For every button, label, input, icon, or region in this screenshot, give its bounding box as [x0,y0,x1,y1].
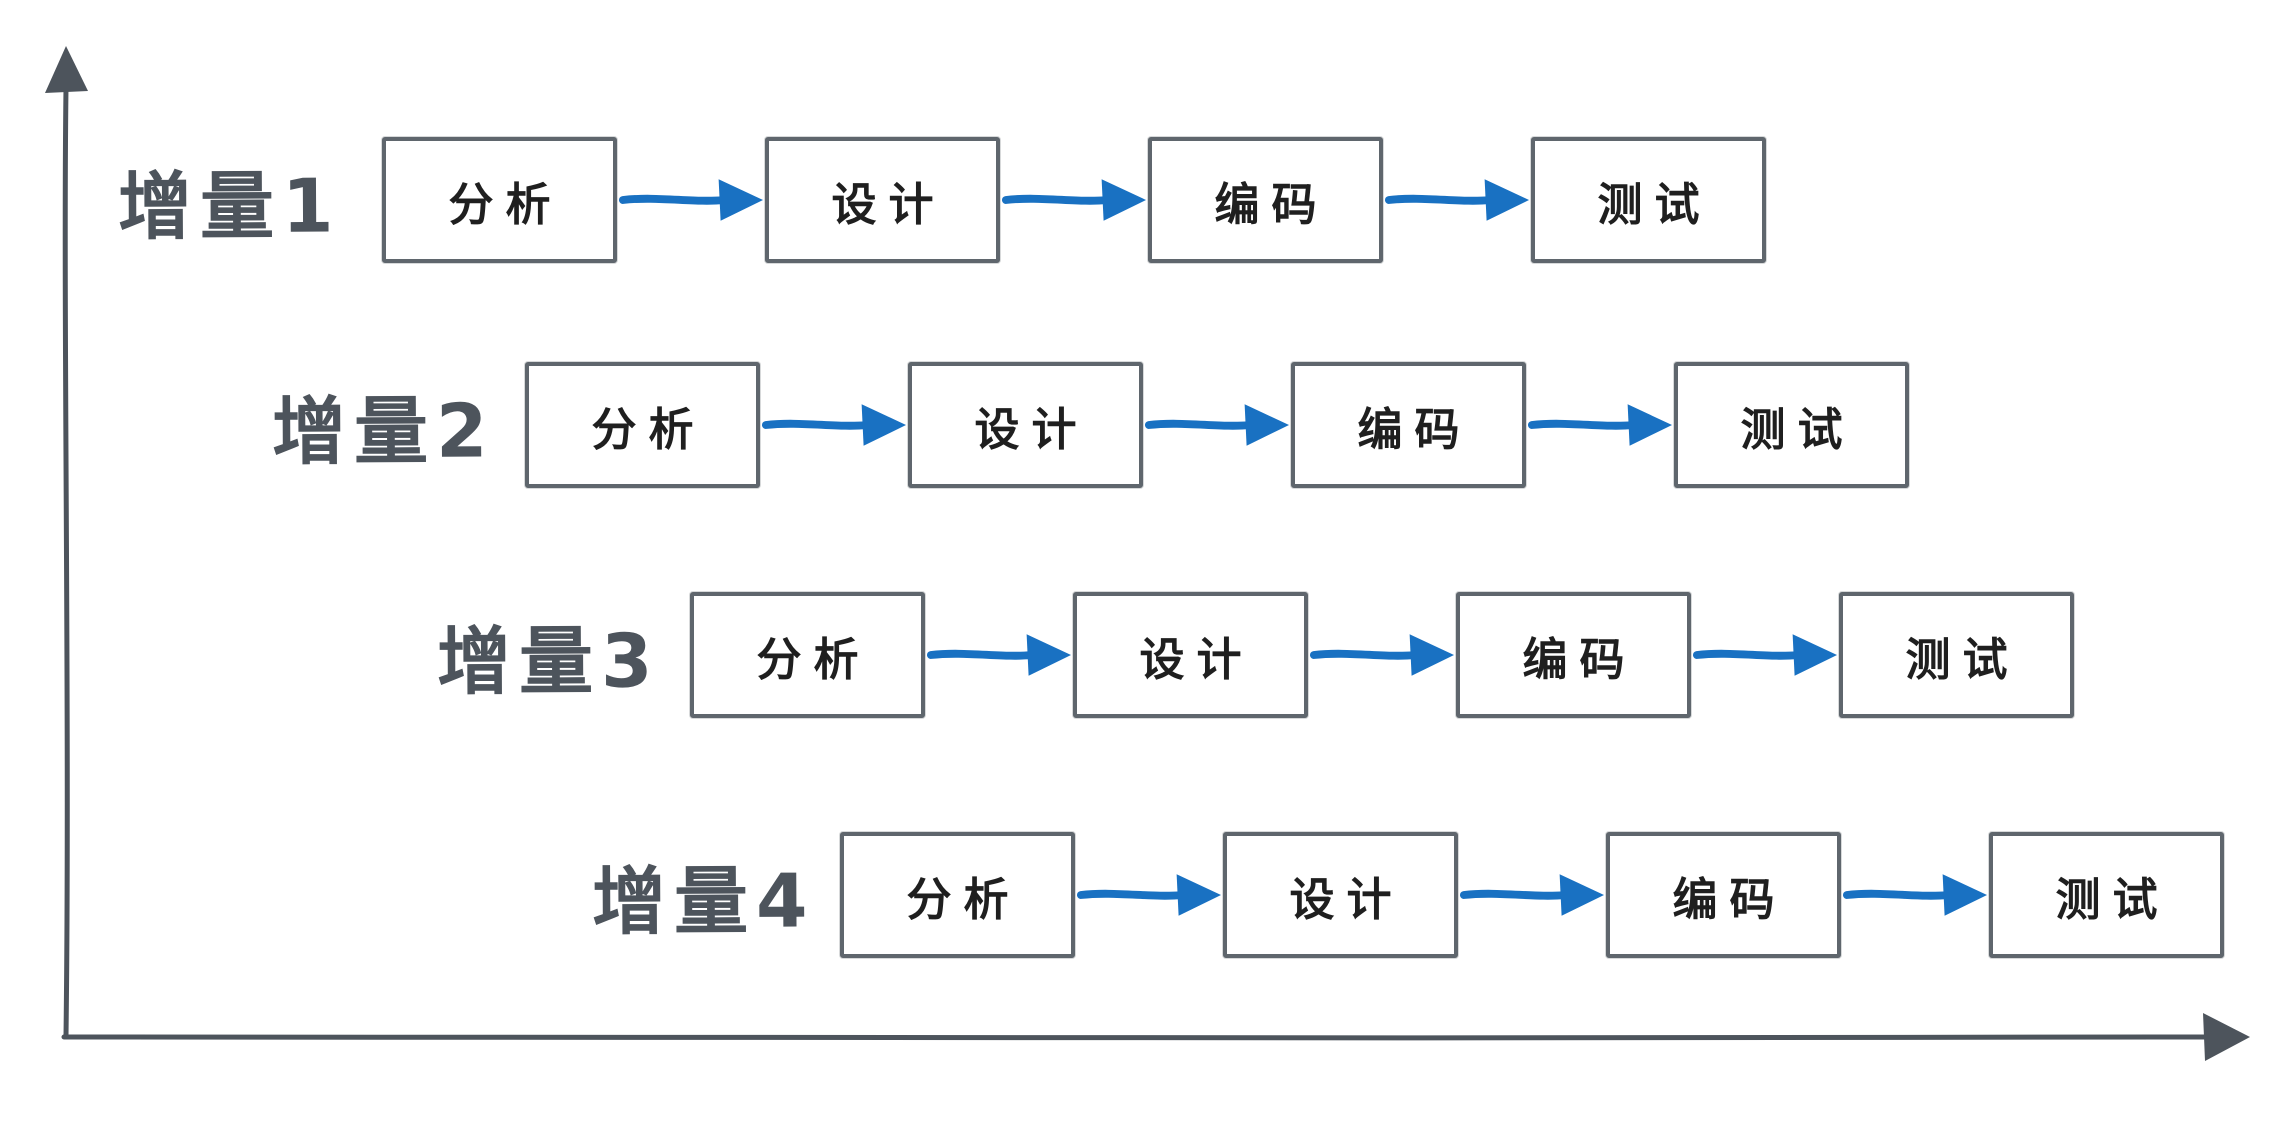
flow-arrow-icon [618,179,764,221]
step-box-coding: 编码 [1291,362,1526,488]
step-label: 设计 [831,177,946,231]
step-label: 编码 [1214,177,1329,231]
step-box-testing: 测试 [1531,137,1766,263]
step-label: 分析 [756,632,871,686]
step-label: 设计 [974,402,1089,456]
step-box-analysis: 分析 [840,832,1075,958]
flow-arrow-icon [1527,404,1673,446]
x-axis-arrowhead-icon [2203,1013,2250,1061]
flow-arrow-icon [1459,874,1605,916]
step-box-analysis: 分析 [525,362,760,488]
flow-arrow-icon [1842,874,1988,916]
y-axis [45,46,88,1039]
step-label: 测试 [1740,402,1855,456]
step-box-coding: 编码 [1148,137,1383,263]
y-axis-arrowhead-icon [45,46,88,93]
step-box-design: 设计 [908,362,1143,488]
step-box-testing: 测试 [1839,592,2074,718]
flow-arrow-icon [1384,179,1530,221]
increment-label-3: 增量3 [436,617,661,706]
step-box-analysis: 分析 [690,592,925,718]
step-label: 测试 [2055,872,2170,926]
step-box-coding: 编码 [1456,592,1691,718]
step-box-testing: 测试 [1989,832,2224,958]
step-label: 编码 [1357,402,1472,456]
step-label: 设计 [1139,632,1254,686]
flow-arrow-icon [1076,874,1222,916]
step-label: 分析 [448,177,563,231]
flow-arrow-icon [1001,179,1147,221]
flow-arrow-icon [926,634,1072,676]
x-axis [61,1013,2250,1061]
step-box-coding: 编码 [1606,832,1841,958]
flow-arrow-icon [1692,634,1838,676]
step-label: 编码 [1522,632,1637,686]
step-box-design: 设计 [765,137,1000,263]
flow-arrow-icon [1144,404,1290,446]
step-box-design: 设计 [1073,592,1308,718]
step-box-analysis: 分析 [382,137,617,263]
flow-arrow-icon [761,404,907,446]
increment-label-4: 增量4 [591,857,816,946]
step-label: 分析 [906,872,1021,926]
step-box-design: 设计 [1223,832,1458,958]
step-box-testing: 测试 [1674,362,1909,488]
step-label: 测试 [1597,177,1712,231]
increment-label-1: 增量1 [117,162,342,251]
increment-label-2: 增量2 [271,387,496,476]
flow-arrow-icon [1309,634,1455,676]
step-label: 设计 [1289,872,1404,926]
step-label: 分析 [591,402,706,456]
step-label: 编码 [1672,872,1787,926]
step-label: 测试 [1905,632,2020,686]
